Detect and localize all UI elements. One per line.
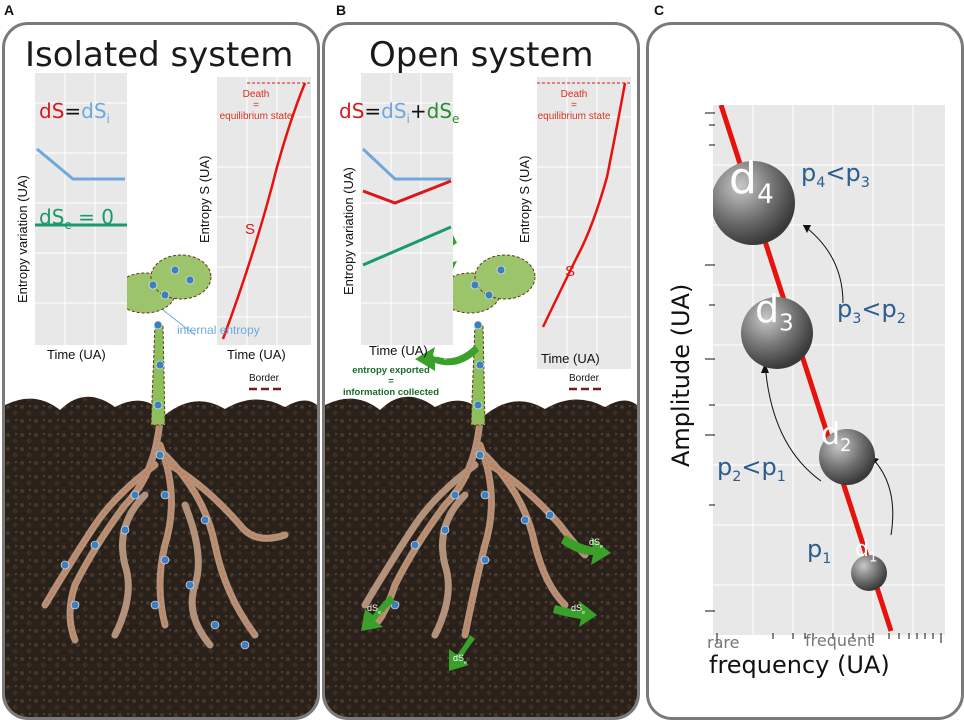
arrow-label-stem: dSe [433,349,448,362]
S-curve-a [221,82,307,340]
dot-d2 [819,429,875,485]
plant-illustration-b [325,235,637,717]
d4-label: d4 [729,153,774,210]
internal-entropy-label: internal entropy [177,323,260,337]
plant-illustration-a [5,254,317,717]
xlabel-time-b: Time (UA) [369,343,428,358]
amplitude-frequency-svg [711,104,945,635]
dSi-curve-b [361,147,451,181]
total-entropy-plot-a [217,77,311,345]
panel-a: Isolated system [2,22,320,720]
tick-rare: rare [707,633,740,652]
equation-dSe-a: dSe = 0 [39,205,114,232]
d3-label: d3 [755,287,794,337]
dS-curve-b [362,179,452,205]
death-note-a: Death = equilibrium state [219,89,293,122]
entropy-variation-graph-b [361,73,453,345]
x-axis-ticks [716,633,942,643]
dot-d4 [711,161,795,245]
export-arrow-root2 [361,595,395,631]
panel-letter-c: C [654,2,665,18]
p1-label: p1 [807,535,832,567]
dot-d3 [741,297,813,369]
arrow-d1-d2 [870,456,894,536]
equation-b: dS=dSi+dSe [339,99,460,126]
panel-b-title: Open system [369,35,594,75]
xlabel-time-total-b: Time (UA) [541,351,600,366]
d1-label: d1 [855,537,878,566]
xlabel-time-total-a: Time (UA) [227,347,286,362]
arrow-d3-d4 [802,224,844,304]
panel-c: d1 d2 d3 d4 p1 p2<p1 p3<p2 p4<p3 Amplitu… [646,22,964,720]
entropy-variation-graph-a [35,73,127,345]
death-note-b: Death = equilibrium state [537,89,611,122]
total-entropy-graph-a [217,77,311,345]
ylabel-entropy-variation-b: Entropy variation (UA) [341,167,356,295]
xlabel-frequency: frequency (UA) [709,651,890,679]
panel-b: Open system [322,22,640,720]
arrow-label-root4: dSe [453,653,468,666]
panel-a-title: Isolated system [25,35,294,75]
export-arrow-stem [415,345,479,371]
arrow-label-root2: dSe [367,603,382,616]
y-axis-ticks [705,112,715,612]
ylabel-entropy-S-a: Entropy S (UA) [197,155,212,243]
ylabel-entropy-variation-a: Entropy variation (UA) [15,175,30,303]
border-label-a: Border [249,373,280,384]
xlabel-time-a: Time (UA) [47,347,106,362]
export-arrow-root4 [449,635,475,671]
ylabel-amplitude: Amplitude (UA) [667,283,695,467]
export-arrow-root1 [561,535,611,565]
amplitude-frequency-plot [711,104,945,635]
S-label-a: S [245,221,256,238]
p3-label: p3<p2 [837,295,906,327]
eq-dS-a: dS [39,99,65,123]
arrow-d2-d3 [764,362,822,482]
arrow-label-root1: dSe [589,537,604,550]
dSe-line-b [362,225,452,267]
ylabel-entropy-S-b: Entropy S (UA) [517,155,532,243]
p4-label: p4<p3 [801,159,870,191]
total-entropy-plot-b [537,77,631,369]
S-label-b: S [565,263,576,280]
p2-label: p2<p1 [717,453,786,485]
S-curve-b [541,82,627,328]
panel-letter-b: B [336,2,347,18]
dSi-curve-a [36,147,125,181]
d2-label: d2 [821,417,852,456]
equation-a: dS=dSi [39,99,110,126]
tick-frequent: frequent [805,631,874,650]
border-label-b: Border [569,373,600,384]
dot-d1 [851,555,887,591]
entropy-variation-plot-a [35,73,127,345]
panel-letter-a: A [4,2,15,18]
export-arrow-root3 [553,601,597,627]
entropy-variation-plot-b [361,73,453,345]
total-entropy-graph-b [537,77,631,369]
export-note: entropy exported = information collected [342,365,440,398]
arrow-label-root3: dSe [571,603,586,616]
